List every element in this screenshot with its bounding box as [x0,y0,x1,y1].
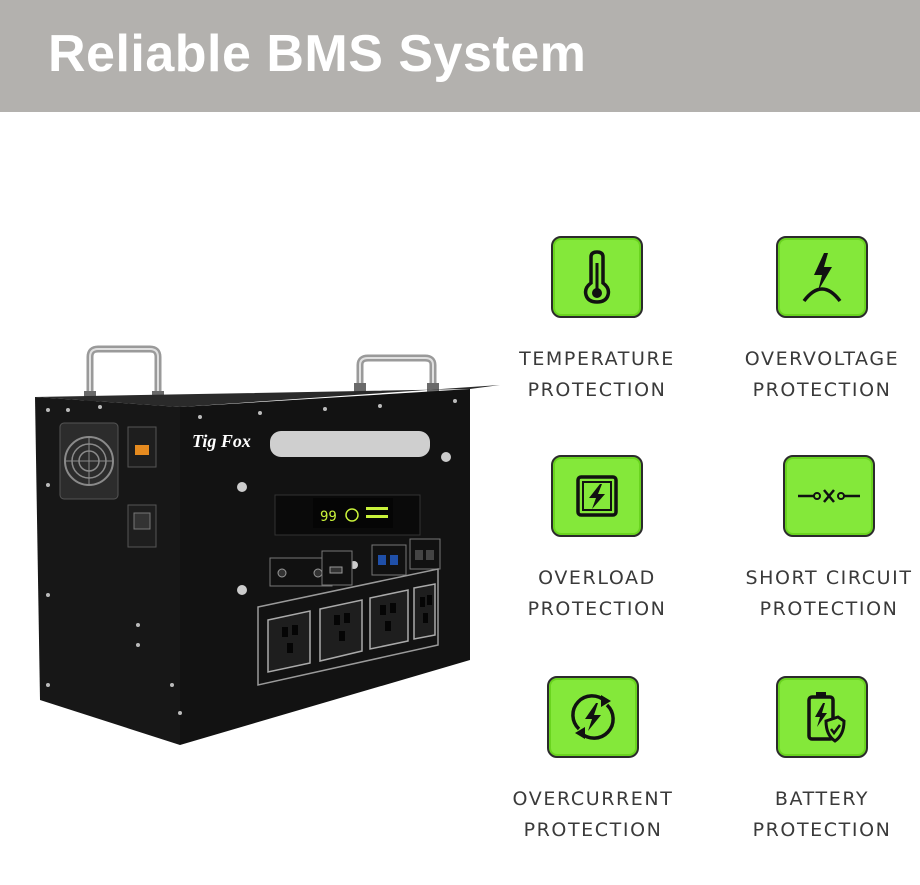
feature-label: OVERLOAD PROTECTION [527,567,667,620]
feature-temperature-protection: TEMPERATURE PROTECTION [487,236,707,406]
feature-overload-protection: OVERLOAD PROTECTION [487,455,707,625]
led-light-bar [270,431,430,457]
feature-short-circuit-protection: SHORT CIRCUIT PROTECTION [719,455,920,625]
thermometer-icon [551,236,643,318]
header-banner: Reliable BMS System [0,0,920,112]
feature-label: BATTERY PROTECTION [752,788,892,841]
battery-shield-icon [776,676,868,758]
display-readout: 99 [320,509,337,525]
circular-lightning-icon [547,676,639,758]
open-switch-icon [783,455,875,537]
carry-handle [354,354,439,393]
feature-overcurrent-protection: OVERCURRENT PROTECTION [483,676,703,846]
overload-icon [551,455,643,537]
feature-label: OVERVOLTAGE PROTECTION [744,348,900,401]
lightning-arc-icon [776,236,868,318]
page-title: Reliable BMS System [48,25,587,83]
power-button[interactable] [441,452,451,462]
feature-label: OVERCURRENT PROTECTION [512,788,674,841]
feature-overvoltage-protection: OVERVOLTAGE PROTECTION [712,236,920,406]
power-station-image: Tig Fox 99 [30,345,500,750]
feature-label: TEMPERATURE PROTECTION [519,348,675,401]
cooling-fan [59,422,119,500]
feature-label: SHORT CIRCUIT PROTECTION [745,567,913,620]
feature-battery-protection: BATTERY PROTECTION [712,676,920,846]
dc-button[interactable] [237,585,247,595]
brand-logo: Tig Fox [192,431,251,451]
led-button[interactable] [237,482,247,492]
